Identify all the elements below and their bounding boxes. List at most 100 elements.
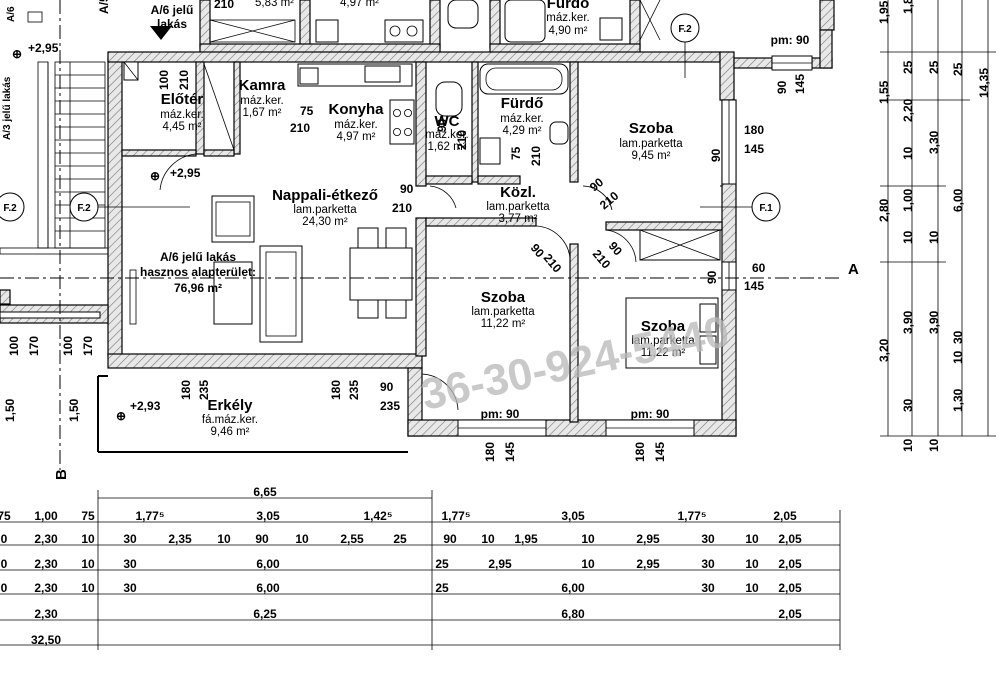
level-3: +2,93 bbox=[130, 399, 161, 413]
fixtures bbox=[123, 61, 721, 369]
room-material-konyha: máz.ker. bbox=[334, 119, 377, 131]
room-name-eloter: Előtér bbox=[161, 91, 204, 108]
room-area-szoba-ne: 9,45 m² bbox=[632, 150, 671, 162]
room-name-furdo: Fürdő bbox=[501, 95, 544, 112]
bdim-r2-9: 2,55 bbox=[340, 532, 364, 546]
rdim-10-e: 10 bbox=[927, 230, 941, 244]
rdim-3-90-b: 3,90 bbox=[927, 310, 941, 334]
room-name-wc: WC bbox=[435, 113, 460, 130]
dim-konyha-210: 210 bbox=[290, 121, 310, 135]
dim-right-90-b: 90 bbox=[775, 80, 789, 94]
bdim-r1-9: 1,77⁵ bbox=[678, 509, 707, 523]
bdim-r6-1: 32,50 bbox=[31, 633, 61, 647]
bdim-r1-4: 1,77⁵ bbox=[136, 509, 165, 523]
bdim-r2-3: 10 bbox=[81, 532, 95, 546]
bdim-r1-5: 3,05 bbox=[256, 509, 280, 523]
bdim-r4-10: 2,05 bbox=[778, 581, 802, 595]
pm-label-bottom-1: pm: 90 bbox=[481, 407, 520, 421]
partial-top-text-1: 210 bbox=[214, 0, 234, 11]
bdim-r4-8: 30 bbox=[701, 581, 715, 595]
door-swings bbox=[159, 153, 637, 411]
apartment-summary: A/6 jelű lakás hasznos alapterület: 76,9… bbox=[140, 250, 256, 295]
bdim-r3-1: 0 bbox=[1, 557, 8, 571]
header-labels: A/6 jelű lakás A/5 A/6 A/3 jelű lakás 21… bbox=[2, 0, 379, 140]
bdim-r1-2: 1,00 bbox=[34, 509, 58, 523]
bdim-r2-1: 0 bbox=[1, 532, 8, 546]
dim-right-180: 180 bbox=[744, 123, 764, 137]
apartment-label-line1: A/6 jelű bbox=[151, 3, 194, 17]
dim-win-180-a: 180 bbox=[483, 442, 497, 462]
room-name-szoba-ne: Szoba bbox=[629, 120, 674, 137]
dim-win-145-a: 145 bbox=[503, 442, 517, 462]
dim-erkely-180-a: 180 bbox=[179, 380, 193, 400]
bdim-r5-2: 6,25 bbox=[253, 607, 277, 621]
bdim-r2-5: 2,35 bbox=[168, 532, 192, 546]
rdim-30-a: 30 bbox=[901, 398, 915, 412]
bdim-r3-5: 6,00 bbox=[256, 557, 280, 571]
rdim-1-8: 1,8 bbox=[901, 0, 915, 14]
summary-title-2: hasznos alapterület: bbox=[140, 265, 256, 279]
dim-right-60: 60 bbox=[752, 261, 766, 275]
room-material-nappali: lam.parketta bbox=[293, 204, 357, 216]
dim-konyha-75: 75 bbox=[300, 104, 314, 118]
axis-labels: A B bbox=[53, 261, 859, 480]
windows bbox=[0, 55, 813, 437]
room-name-konyha: Konyha bbox=[328, 101, 384, 118]
side-label-left: A/3 jelű lakás bbox=[2, 76, 13, 140]
rdim-10-b: 10 bbox=[901, 146, 915, 160]
bdim-r2-16: 30 bbox=[701, 532, 715, 546]
dim-left-150-a: 1,50 bbox=[3, 398, 17, 422]
rdim-3-90-a: 3,90 bbox=[901, 310, 915, 334]
dim-win-180-b: 180 bbox=[633, 442, 647, 462]
dim-wc-90: 90 bbox=[435, 118, 449, 132]
bdim-r4-5: 6,00 bbox=[256, 581, 280, 595]
dim-right-90-a: 90 bbox=[709, 148, 723, 162]
level-cross-3: ⊕ bbox=[116, 409, 126, 423]
dim-left-100-b: 100 bbox=[61, 336, 75, 356]
dim-furdo-210: 210 bbox=[529, 146, 543, 166]
room-material-eloter: máz.ker. bbox=[160, 109, 203, 121]
right-dimension-labels: 1,95 1,55 2,80 3,20 10 1,8 25 2,20 10 1,… bbox=[877, 0, 991, 452]
dim-erkely-180-b: 180 bbox=[329, 380, 343, 400]
rdim-25-c: 25 bbox=[951, 62, 965, 76]
bdim-r4-6: 25 bbox=[435, 581, 449, 595]
dim-left-100-a: 100 bbox=[7, 336, 21, 356]
bdim-r4-7: 6,00 bbox=[561, 581, 585, 595]
axis-label-a: A bbox=[848, 261, 859, 278]
dim-erkely-90: 90 bbox=[380, 380, 394, 394]
section-f2-top: F.2 bbox=[678, 24, 692, 35]
rdim-10-g: 10 bbox=[927, 438, 941, 452]
apartment-label-line2: lakás bbox=[157, 17, 187, 31]
bdim-r1-3: 75 bbox=[81, 509, 95, 523]
bdim-r2-6: 10 bbox=[217, 532, 231, 546]
dim-right-145-b: 145 bbox=[793, 74, 807, 94]
rdim-1-30: 1,30 bbox=[951, 388, 965, 412]
rdim-2-20: 2,20 bbox=[901, 98, 915, 122]
bdim-r3-10: 30 bbox=[701, 557, 715, 571]
partial-top-text-2: 5,83 m² bbox=[255, 0, 294, 9]
rdim-1-95: 1,95 bbox=[877, 0, 891, 24]
bdim-r2-11: 90 bbox=[443, 532, 457, 546]
room-material-szoba-s: lam.parketta bbox=[471, 306, 535, 318]
dim-kozl-210-b: 210 bbox=[541, 251, 565, 276]
rdim-25-a: 25 bbox=[901, 60, 915, 74]
dim-right-90-c: 90 bbox=[705, 270, 719, 284]
rdim-30-b: 30 bbox=[951, 330, 965, 344]
room-name-kozl: Közl. bbox=[500, 184, 536, 201]
room-name-nappali: Nappali-étkező bbox=[272, 187, 378, 204]
axis-label-b: B bbox=[53, 469, 70, 480]
bdim-r3-9: 2,95 bbox=[636, 557, 660, 571]
room-material-szoba-se: lam.parketta bbox=[631, 335, 695, 347]
bdim-r4-3: 10 bbox=[81, 581, 95, 595]
dim-erkely-235-c: 235 bbox=[380, 399, 400, 413]
bdim-r3-7: 2,95 bbox=[488, 557, 512, 571]
bdim-6-65: 6,65 bbox=[253, 485, 277, 499]
rdim-1-00: 1,00 bbox=[901, 188, 915, 212]
room-area-furdo-top: 4,90 m² bbox=[549, 25, 588, 37]
bdim-r3-6: 25 bbox=[435, 557, 449, 571]
levels: +2,95 +2,95 +2,93 ⊕ ⊕ ⊕ bbox=[12, 41, 201, 423]
room-area-szoba-s: 11,22 m² bbox=[481, 318, 526, 330]
dim-kozl-90-a: 90 bbox=[587, 175, 606, 195]
dim-eloter-210: 210 bbox=[177, 70, 191, 90]
bdim-r1-8: 3,05 bbox=[561, 509, 585, 523]
